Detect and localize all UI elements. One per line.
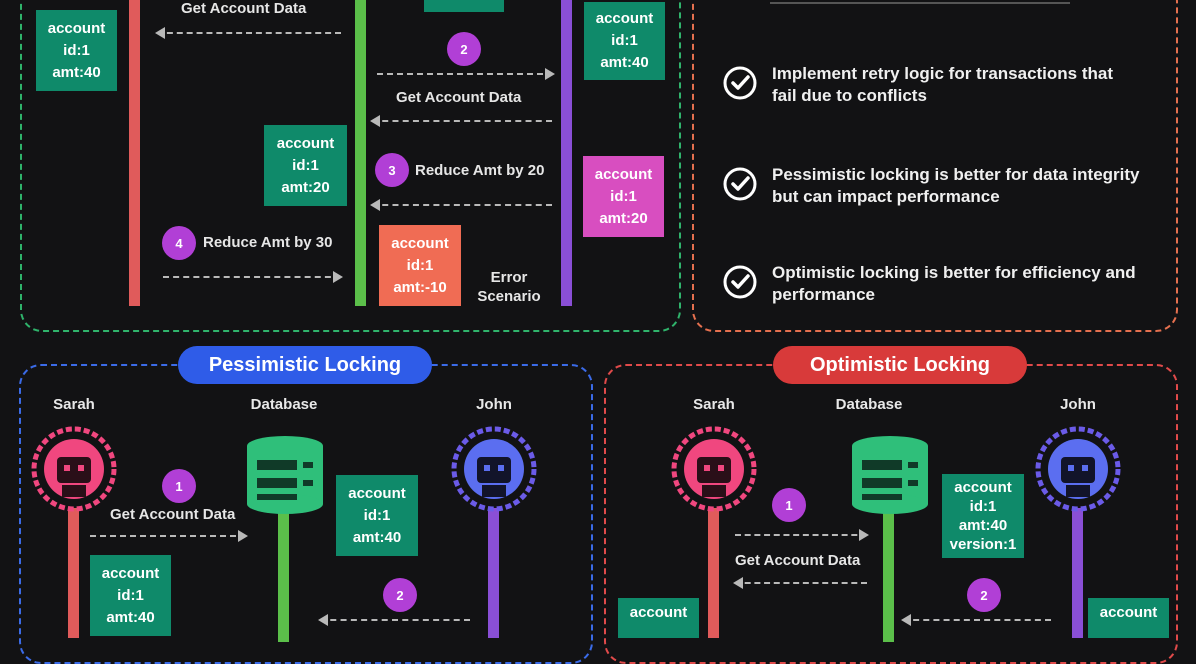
get-account-data-arrow — [155, 27, 341, 39]
optimistic-step-1-arrow — [735, 529, 869, 541]
step-4-badge: 4 — [162, 226, 196, 260]
pessimistic-db-lifeline — [278, 512, 289, 642]
error-scenario-label: Error Scenario — [477, 269, 541, 305]
database-icon — [247, 436, 323, 514]
sarah-avatar-icon — [671, 426, 757, 512]
john-lifeline — [561, 0, 572, 306]
john-avatar-icon — [451, 426, 537, 512]
pessimistic-title: Pessimistic Locking — [178, 346, 432, 384]
tip-3: Optimistic locking is better for efficie… — [722, 262, 1142, 306]
tip-1: Implement retry logic for transactions t… — [722, 63, 1142, 107]
pessimistic-sarah-lifeline — [68, 508, 79, 638]
reduce-amt-20-label: Reduce Amt by 20 — [415, 162, 545, 179]
pessimistic-john-lifeline — [488, 508, 499, 638]
optimistic-db-lifeline — [883, 512, 894, 642]
tip-2-text: Pessimistic locking is better for data i… — [772, 165, 1140, 206]
pessimistic-get-account-data-arrow — [90, 530, 248, 542]
pessimistic-step-2-badge: 2 — [383, 578, 417, 612]
step-2-arrow — [377, 68, 555, 80]
database-lifeline — [355, 0, 366, 306]
john-avatar-icon — [1035, 426, 1121, 512]
optimistic-step-1-badge: 1 — [772, 488, 806, 522]
checkmark-icon — [723, 167, 757, 201]
optimistic-actor-john: John — [1060, 396, 1096, 413]
optimistic-step-2-arrow — [901, 614, 1051, 626]
pessimistic-step-2-arrow — [318, 614, 470, 626]
database-icon — [852, 436, 928, 514]
get-account-data-label: Get Account Data — [181, 0, 307, 17]
db-box-top-stub — [424, 0, 504, 12]
checkmark-icon — [723, 265, 757, 299]
checkmark-icon — [723, 66, 757, 100]
optimistic-actor-sarah: Sarah — [693, 396, 735, 413]
optimistic-title: Optimistic Locking — [773, 346, 1027, 384]
optimistic-sarah-lifeline — [708, 508, 719, 638]
optimistic-get-account-data-arrow — [733, 577, 867, 589]
optimistic-get-account-data-label: Get Account Data — [735, 552, 861, 569]
get-account-data-label-2: Get Account Data — [396, 89, 522, 106]
step-2-badge: 2 — [447, 32, 481, 66]
sarah-lifeline — [129, 0, 140, 306]
step-3-badge: 3 — [375, 153, 409, 187]
tip-1-text: Implement retry logic for transactions t… — [772, 64, 1114, 105]
optimistic-actor-database: Database — [835, 396, 903, 413]
reduce-amt-20-arrow — [370, 199, 552, 211]
pessimistic-get-account-data-label: Get Account Data — [110, 506, 236, 523]
tip-2: Pessimistic locking is better for data i… — [722, 164, 1142, 208]
tip-3-text: Optimistic locking is better for efficie… — [772, 263, 1136, 304]
optimistic-step-2-badge: 2 — [967, 578, 1001, 612]
pessimistic-actor-sarah: Sarah — [53, 396, 95, 413]
optimistic-sarah-account-box: account — [618, 598, 699, 638]
optimistic-john-lifeline — [1072, 508, 1083, 638]
pessimistic-step-1-badge: 1 — [162, 469, 196, 503]
reduce-amt-30-arrow — [163, 271, 343, 283]
cutoff-tip-text — [770, 0, 1070, 4]
reduce-amt-30-label: Reduce Amt by 30 — [203, 234, 333, 251]
pessimistic-actor-database: Database — [250, 396, 318, 413]
pessimistic-actor-john: John — [476, 396, 512, 413]
sarah-avatar-icon — [31, 426, 117, 512]
tips-panel — [692, 0, 1178, 332]
optimistic-john-account-box: account — [1088, 598, 1169, 638]
top-sequence-panel — [20, 0, 681, 332]
get-account-data-arrow-2 — [370, 115, 552, 127]
